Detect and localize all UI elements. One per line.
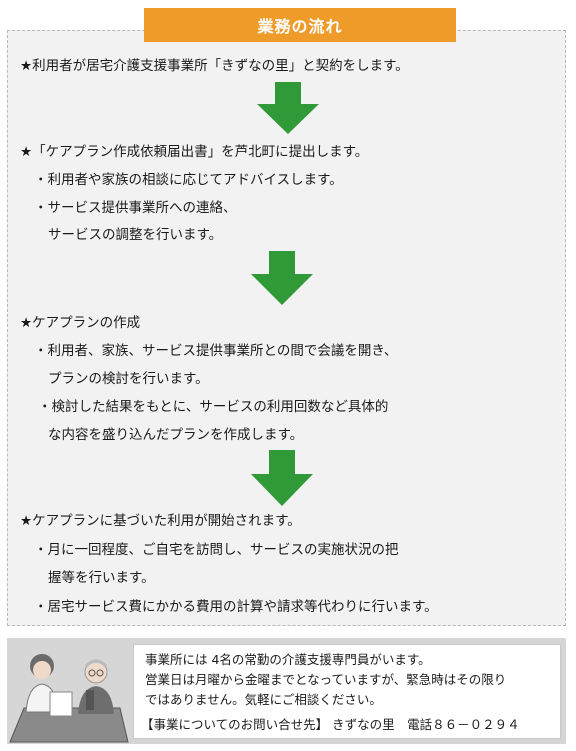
info-line-1: 事業所には 4名の常勤の介護支援専門員がいます。 [145, 652, 431, 667]
step-2-bullet-1: ・利用者や家族の相談に応じてアドバイスします。 [34, 172, 343, 188]
step-4-bullet-1-cont: 握等を行います。 [48, 570, 155, 586]
step-3-bullet-2-cont: な内容を盛り込んだプランを作成します。 [48, 427, 304, 443]
step-2-bullet-2-cont: サービスの調整を行います。 [48, 227, 223, 243]
down-arrow-icon [251, 450, 313, 506]
step-2-heading: ★「ケアプラン作成依頼届出書」を芦北町に提出します。 [20, 144, 369, 160]
step-4-bullet-1: ・月に一回程度、ご自宅を訪問し、サービスの実施状況の把 [34, 542, 399, 558]
down-arrow-icon [257, 82, 319, 134]
info-panel [133, 644, 561, 739]
step-3-bullet-1-cont: プランの検討を行います。 [48, 371, 209, 387]
step-4-heading: ★ケアプランに基づいた利用が開始されます。 [20, 513, 301, 529]
down-arrow-icon [251, 251, 313, 305]
step-3-bullet-2: ・検討した結果をもとに、サービスの利用回数など具体的 [38, 399, 389, 415]
step-3-heading: ★ケアプランの作成 [20, 315, 141, 331]
contact-line: 【事業についてのお問い合せ先】 きずなの里 電話８６－０２９４ [141, 717, 520, 732]
step-4-bullet-2: ・居宅サービス費にかかる費用の計算や請求等代わりに行います。 [34, 599, 438, 615]
caregiver-illustration [9, 654, 129, 743]
step-1-heading: ★利用者が居宅介護支援事業所「きずなの里」と契約をします。 [20, 58, 409, 74]
info-line-2: 営業日は月曜から金曜までとなっていますが、緊急時はその限り [145, 672, 507, 687]
step-2-bullet-2: ・サービス提供事業所への連絡、 [34, 200, 237, 216]
info-line-3: ではありません。気軽にご相談ください。 [145, 692, 382, 707]
section-title: 業務の流れ [144, 8, 456, 42]
step-3-bullet-1: ・利用者、家族、サービス提供事業所との間で会議を開き、 [34, 343, 398, 359]
